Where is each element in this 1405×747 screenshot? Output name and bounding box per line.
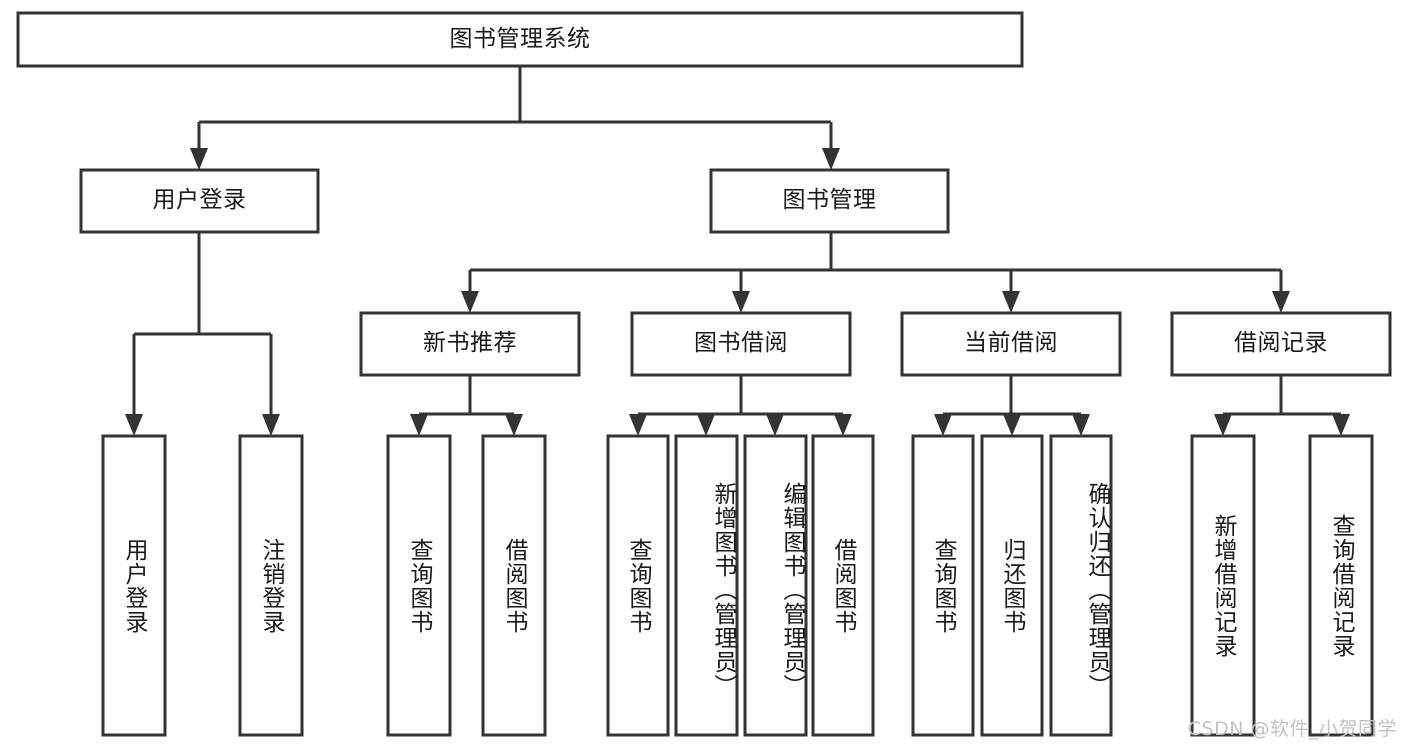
node-box-book-borrow[interactable] (630, 311, 852, 377)
arrow-head-leaf-add-book (697, 414, 715, 436)
arrow-head-current-borrow (1002, 291, 1020, 313)
arrow-head-leaf-user-login (125, 414, 143, 436)
node-box-leaf-query-book-borrow[interactable] (606, 434, 670, 737)
node-box-leaf-logout[interactable] (238, 434, 304, 737)
node-box-leaf-add-book[interactable] (674, 434, 739, 737)
arrow-head-new-book-recommend (461, 291, 479, 313)
arrow-head-leaf-add-borrow-record (1214, 414, 1232, 436)
arrow-head-book-borrow (732, 291, 750, 313)
node-box-leaf-query-borrow-record[interactable] (1308, 434, 1374, 737)
arrow-head-leaf-query-book-borrow (629, 414, 647, 436)
arrow-head-leaf-query-borrow-record (1332, 414, 1350, 436)
node-box-leaf-borrow-book[interactable] (811, 434, 875, 737)
node-box-leaf-query-book-recommend[interactable] (386, 434, 452, 737)
arrow-head-leaf-confirm-return (1072, 414, 1090, 436)
node-box-book-management[interactable] (709, 168, 950, 234)
arrow-head-leaf-edit-book (766, 414, 784, 436)
arrow-head-leaf-borrow-book-recommend (505, 414, 523, 436)
node-box-root[interactable] (16, 11, 1024, 68)
node-box-leaf-user-login[interactable] (101, 434, 167, 737)
csdn-watermark: CSDN @软件_小贺同学 (1187, 718, 1397, 740)
node-box-user-login[interactable] (79, 168, 320, 234)
arrow-head-user-login (190, 148, 208, 170)
arrow-head-leaf-return-book (1003, 414, 1021, 436)
node-box-leaf-edit-book[interactable] (743, 434, 808, 737)
node-box-leaf-add-borrow-record[interactable] (1190, 434, 1256, 737)
node-box-leaf-query-book-current[interactable] (911, 434, 975, 737)
node-box-borrow-records[interactable] (1170, 311, 1392, 377)
node-box-leaf-borrow-book-recommend[interactable] (481, 434, 547, 737)
node-box-new-book-recommend[interactable] (359, 311, 581, 377)
arrow-head-borrow-records (1272, 291, 1290, 313)
node-box-leaf-confirm-return[interactable] (1049, 434, 1113, 737)
arrow-head-leaf-borrow-book (834, 414, 852, 436)
arrow-head-book-management (822, 148, 840, 170)
node-box-current-borrow[interactable] (900, 311, 1122, 377)
node-box-leaf-return-book[interactable] (980, 434, 1044, 737)
arrow-head-leaf-query-book-current (934, 414, 952, 436)
arrow-head-leaf-query-book-recommend (410, 414, 428, 436)
arrow-head-leaf-logout (262, 414, 280, 436)
